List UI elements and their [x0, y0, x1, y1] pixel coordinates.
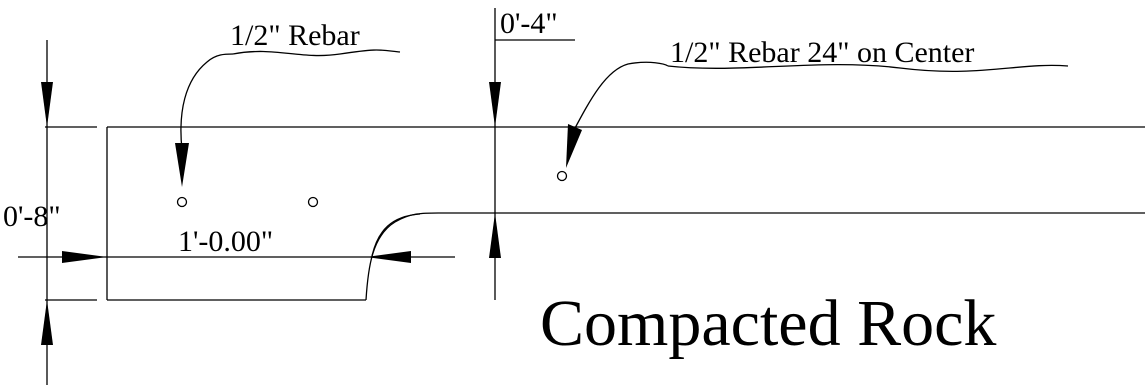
rebar-group — [176, 170, 568, 208]
width-arrow-left — [62, 251, 107, 263]
width-arrow-right — [366, 251, 411, 263]
concrete-outline — [106, 126, 1145, 301]
rebar-spacing-label: 1/2" Rebar 24" on Center — [670, 36, 974, 69]
slab-thickness-dimension — [489, 8, 575, 300]
depth-arrow-top — [41, 82, 53, 127]
slab-thickness-label: 0'-4" — [500, 7, 558, 40]
slab-rebar — [556, 170, 568, 182]
footing-depth-dimension — [41, 40, 97, 385]
slab-rebar-leader-arrow — [566, 124, 582, 168]
subgrade-label: Compacted Rock — [540, 287, 996, 360]
rebar-label: 1/2" Rebar — [230, 19, 360, 52]
footing-depth-label: 0'-8" — [3, 200, 61, 233]
rebar-leader-curve — [180, 53, 234, 151]
rebar-right — [307, 196, 319, 208]
rebar-leader — [175, 49, 401, 187]
haunch-leader — [371, 213, 421, 257]
rebar-leader-arrow — [175, 143, 189, 187]
slab-arrow-bottom — [489, 213, 501, 258]
haunch-and-slab-bottom-edge — [365, 212, 1145, 301]
slab-arrow-top — [489, 82, 501, 127]
slab-rebar-leader-tail — [667, 63, 1069, 72]
haunch-leader-curve — [371, 213, 421, 257]
footing-width-dimension — [18, 251, 455, 263]
slab-rebar-leader — [566, 61, 1069, 168]
rebar-left — [176, 196, 188, 208]
slab-rebar-leader-curve — [573, 61, 669, 131]
footing-width-label: 1'-0.00" — [178, 225, 273, 258]
rebar-leader-tail — [232, 49, 401, 57]
depth-arrow-bottom — [41, 300, 53, 345]
